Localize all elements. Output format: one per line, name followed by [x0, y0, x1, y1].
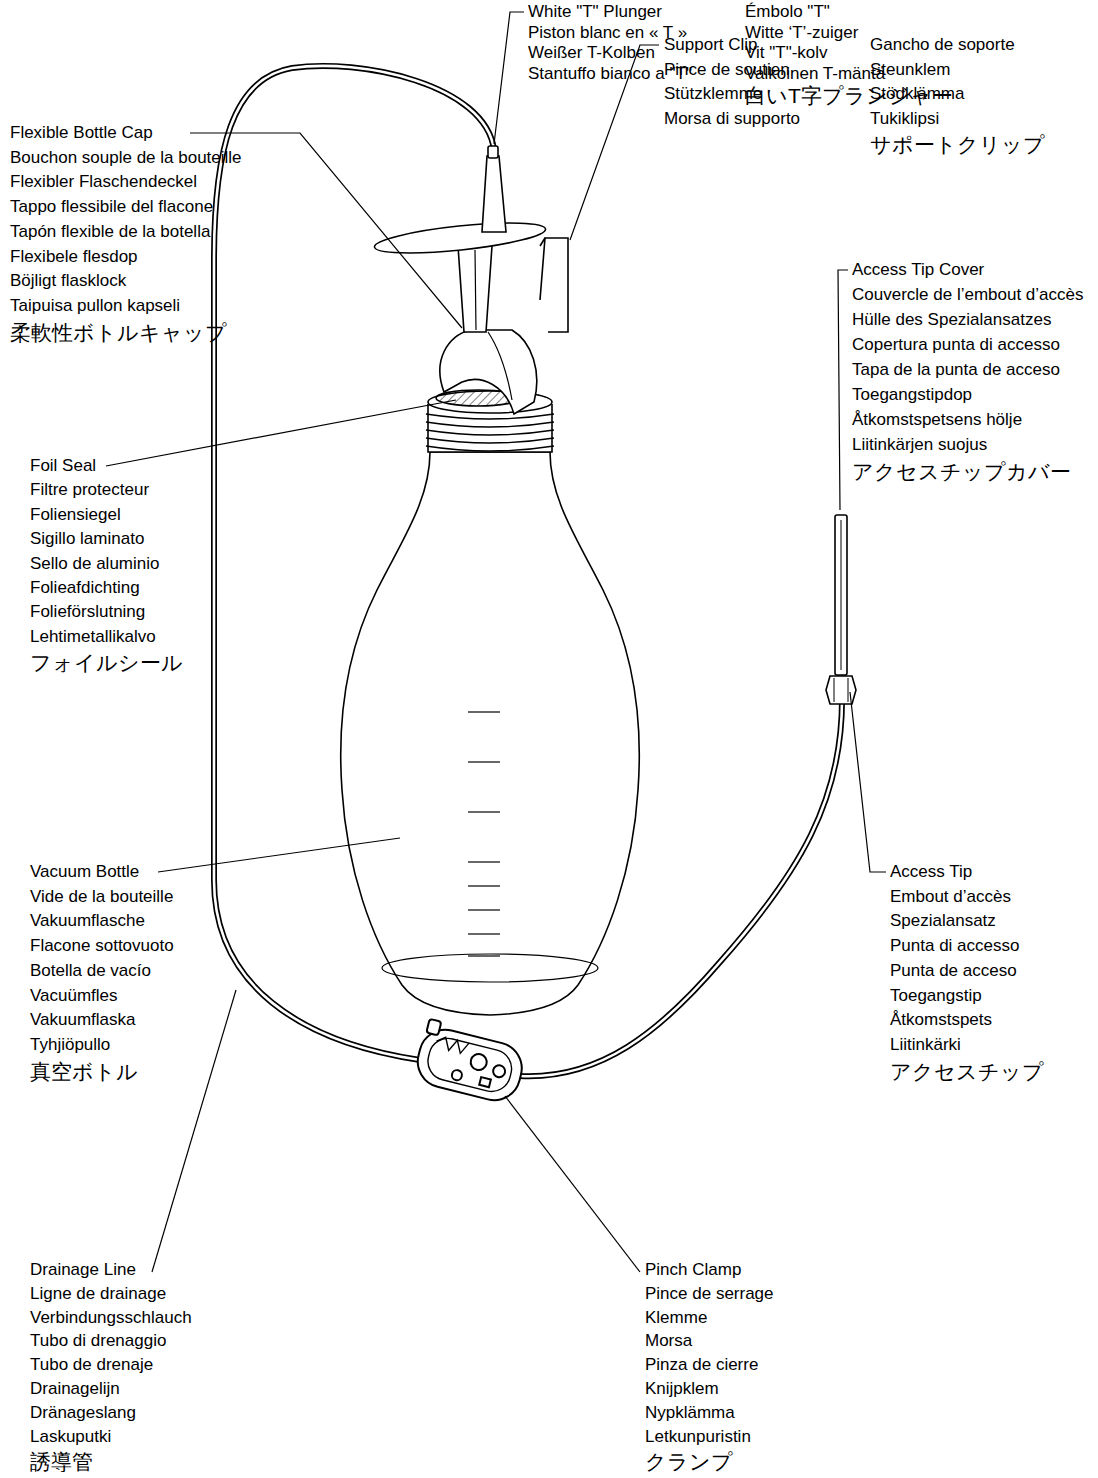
callout-label: Tyhjiöpullo: [30, 1034, 110, 1056]
callout-label: Vakuumflaska: [30, 1009, 136, 1031]
callout-label: Lehtimetallikalvo: [30, 626, 156, 648]
callout-label: Sello de aluminio: [30, 553, 159, 575]
callout-label: Steunklem: [870, 59, 950, 81]
callout-label: Morsa di supporto: [664, 108, 800, 130]
callout-label: Letkunpuristin: [645, 1426, 751, 1448]
callout-label: Åtkomstspetsens hölje: [852, 409, 1022, 431]
callout-label: Copertura punta di accesso: [852, 334, 1060, 356]
callout-label: Weißer T-Kolben: [528, 42, 655, 64]
callout-label: Tappo flessibile del flacone: [10, 196, 213, 218]
callout-label: Flexibele flesdop: [10, 246, 138, 268]
callout-label: Tapón flexible de la botella: [10, 221, 210, 243]
callout-label: Piston blanc en « T »: [528, 22, 687, 44]
callout-label: Drainagelijn: [30, 1378, 120, 1400]
callout-label: 柔軟性ボトルキャップ: [10, 322, 227, 344]
callout-label: Pinza de cierre: [645, 1354, 758, 1376]
callout-label: Flexible Bottle Cap: [10, 122, 153, 144]
pinch-clamp: [412, 1018, 528, 1105]
callout-label: 誘導管: [30, 1451, 93, 1473]
vacuum-bottle: [341, 390, 639, 1015]
graduation-marks: [468, 712, 500, 956]
callout-label: サポートクリップ: [870, 134, 1045, 156]
callout-label: Filtre protecteur: [30, 479, 149, 501]
support-clip: [540, 238, 568, 332]
callout-label: Liitinkärki: [890, 1034, 961, 1056]
callout-label: Tukiklipsi: [870, 108, 939, 130]
callout-label: Drainage Line: [30, 1259, 136, 1281]
callout-label: アクセスチップカバー: [852, 461, 1071, 483]
callout-label: Punta de acceso: [890, 960, 1017, 982]
callout-label: Ligne de drainage: [30, 1283, 166, 1305]
leader-lines: [106, 12, 886, 1272]
callout-label: Flexibler Flaschendeckel: [10, 171, 197, 193]
callout-label: Dränageslang: [30, 1402, 136, 1424]
callout-label: Nypklämma: [645, 1402, 735, 1424]
callout-label: Botella de vacío: [30, 960, 151, 982]
callout-label: Knijpklem: [645, 1378, 719, 1400]
callout-label: Taipuisa pullon kapseli: [10, 295, 180, 317]
callout-label: Couvercle de l’embout d’accès: [852, 284, 1084, 306]
callout-label: Tubo de drenaje: [30, 1354, 153, 1376]
callout-label: フォイルシール: [30, 652, 183, 674]
callout-label: Support Clip: [664, 34, 758, 56]
callout-label: Bouchon souple de la bouteille: [10, 147, 242, 169]
callout-label: 真空ボトル: [30, 1061, 138, 1083]
callout-label: Böjligt flasklock: [10, 270, 126, 292]
access-tip: [826, 515, 856, 704]
callout-label: Vacuum Bottle: [30, 861, 139, 883]
callout-label: Stützklemme: [664, 83, 762, 105]
drainage-tube: [214, 66, 842, 1076]
callout-label: Embout d’accès: [890, 886, 1011, 908]
callout-label: Folieafdichting: [30, 577, 140, 599]
callout-label: Access Tip Cover: [852, 259, 984, 281]
callout-label: Pinch Clamp: [645, 1259, 741, 1281]
callout-label: Pince de soutien: [664, 59, 790, 81]
callout-label: Pince de serrage: [645, 1283, 774, 1305]
callout-label: Folieförslutning: [30, 601, 145, 623]
callout-label: Spezialansatz: [890, 910, 996, 932]
callout-label: Toegangstip: [890, 985, 982, 1007]
callout-label: Åtkomstspets: [890, 1009, 992, 1031]
callout-label: Foil Seal: [30, 455, 96, 477]
callout-label: White "T" Plunger: [528, 1, 662, 23]
callout-label: Vacuümfles: [30, 985, 118, 1007]
callout-label: Verbindungsschlauch: [30, 1307, 192, 1329]
callout-label: Vakuumflasche: [30, 910, 145, 932]
callout-label: Laskuputki: [30, 1426, 111, 1448]
callout-label: Gancho de soporte: [870, 34, 1015, 56]
callout-label: Tapa de la punta de acceso: [852, 359, 1060, 381]
callout-label: Flacone sottovuoto: [30, 935, 174, 957]
callout-label: Punta di accesso: [890, 935, 1019, 957]
callout-label: アクセスチップ: [890, 1061, 1044, 1083]
callout-label: Witte ‘T’-zuiger: [745, 22, 858, 44]
callout-label: クランプ: [645, 1451, 733, 1473]
callout-label: Stödklämma: [870, 83, 964, 105]
callout-label: Sigillo laminato: [30, 528, 144, 550]
callout-label: Klemme: [645, 1307, 707, 1329]
t-plunger: [373, 146, 547, 332]
callout-label: Hülle des Spezialansatzes: [852, 309, 1051, 331]
callout-label: Liitinkärjen suojus: [852, 434, 987, 456]
callout-label: Morsa: [645, 1330, 692, 1352]
callout-label: Foliensiegel: [30, 504, 121, 526]
callout-label: Toegangstipdop: [852, 384, 972, 406]
callout-label: Tubo di drenaggio: [30, 1330, 166, 1352]
flexible-cap: [440, 330, 537, 414]
callout-label: Émbolo "T": [745, 1, 830, 23]
callout-label: Vide de la bouteille: [30, 886, 173, 908]
callout-label: Access Tip: [890, 861, 972, 883]
